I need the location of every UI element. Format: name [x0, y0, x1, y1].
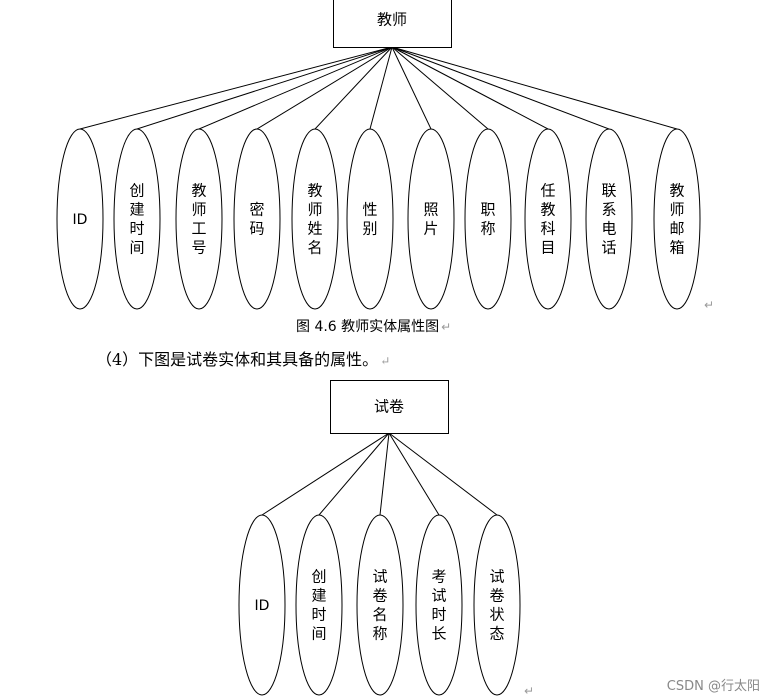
paper-attribute-label: 考试时长 [431, 568, 446, 643]
teacher-attribute-ellipse [346, 128, 394, 310]
return-mark: ↵ [441, 320, 452, 334]
return-mark: ↵ [704, 298, 715, 312]
paper-connector-line [379, 432, 390, 516]
paper-connector-line [318, 432, 390, 516]
paper-connector-line [388, 432, 440, 516]
teacher-attribute-label: 性别 [362, 201, 377, 238]
teacher-attribute-label: 密码 [249, 201, 264, 238]
paper-connector-line [388, 432, 498, 516]
teacher-connector-line [391, 46, 432, 130]
teacher-attribute-label: 教师姓名 [307, 182, 322, 257]
teacher-attribute-ellipse [113, 128, 161, 310]
paper-group: 试卷 ID 创建时间 试卷名称 考试时长 试卷状态 [238, 380, 521, 696]
teacher-attribute-ellipse [585, 128, 633, 310]
paper-attribute-ellipse [238, 514, 286, 696]
paper-attribute-label: ID [255, 598, 270, 614]
teacher-connector-line [314, 46, 393, 130]
return-mark: ↵ [524, 684, 535, 698]
watermark: CSDN @行太阳 [666, 679, 760, 694]
teacher-attribute-label: 职称 [480, 201, 495, 238]
teacher-connector-line [79, 46, 393, 130]
body-paragraph-text: （4）下图是试卷实体和其具备的属性。 [96, 350, 379, 369]
teacher-connector-line [391, 46, 489, 130]
teacher-attribute-label: ID [73, 212, 88, 228]
teacher-attribute-label: 创建时间 [129, 182, 144, 257]
paper-attribute-ellipse [295, 514, 343, 696]
teacher-attribute-ellipse [233, 128, 281, 310]
teacher-attribute-ellipse [407, 128, 455, 310]
figure-caption-text: 图 4.6 教师实体属性图 [296, 319, 440, 335]
teacher-attribute-label: 照片 [423, 201, 438, 238]
teacher-connector-line [198, 46, 393, 130]
teacher-connector-line [391, 46, 678, 130]
teacher-attribute-ellipse [653, 128, 701, 310]
teacher-attribute-ellipse [291, 128, 339, 310]
teacher-entity-box [333, 0, 452, 48]
paper-entity-box [330, 380, 449, 434]
return-mark: ↵ [380, 354, 391, 368]
teacher-connector-line [391, 46, 610, 130]
paper-attribute-ellipse [356, 514, 404, 696]
paper-attribute-label: 创建时间 [311, 568, 326, 643]
teacher-attribute-label: 教师邮箱 [669, 182, 684, 257]
paper-entity-label: 试卷 [374, 398, 404, 416]
paper-attribute-ellipse [473, 514, 521, 696]
teacher-group: 教师 ID 创建时间 教师工号 密码 教师姓名 性别 照片 职称 任教科目 联系电话 教师邮箱 [56, 0, 701, 310]
teacher-attribute-ellipse [464, 128, 512, 310]
teacher-connector-line [369, 46, 393, 130]
teacher-connector-line [136, 46, 393, 130]
paper-attribute-label: 试卷状态 [489, 568, 504, 643]
paper-attribute-label: 试卷名称 [372, 568, 387, 643]
figure-caption: 图 4.6 教师实体属性图↵ [296, 316, 451, 336]
paper-attribute-ellipse [415, 514, 463, 696]
teacher-attribute-ellipse [524, 128, 572, 310]
teacher-attribute-label: 任教科目 [540, 182, 555, 257]
teacher-connector-line [391, 46, 549, 130]
teacher-entity-label: 教师 [377, 11, 407, 29]
body-paragraph: （4）下图是试卷实体和其具备的属性。↵ [96, 346, 390, 370]
teacher-attribute-label: 教师工号 [191, 182, 206, 257]
teacher-attribute-label: 联系电话 [601, 182, 616, 257]
teacher-attribute-ellipse [175, 128, 223, 310]
paper-connector-line [261, 432, 390, 516]
teacher-connector-line [256, 46, 393, 130]
teacher-attribute-ellipse [56, 128, 104, 310]
